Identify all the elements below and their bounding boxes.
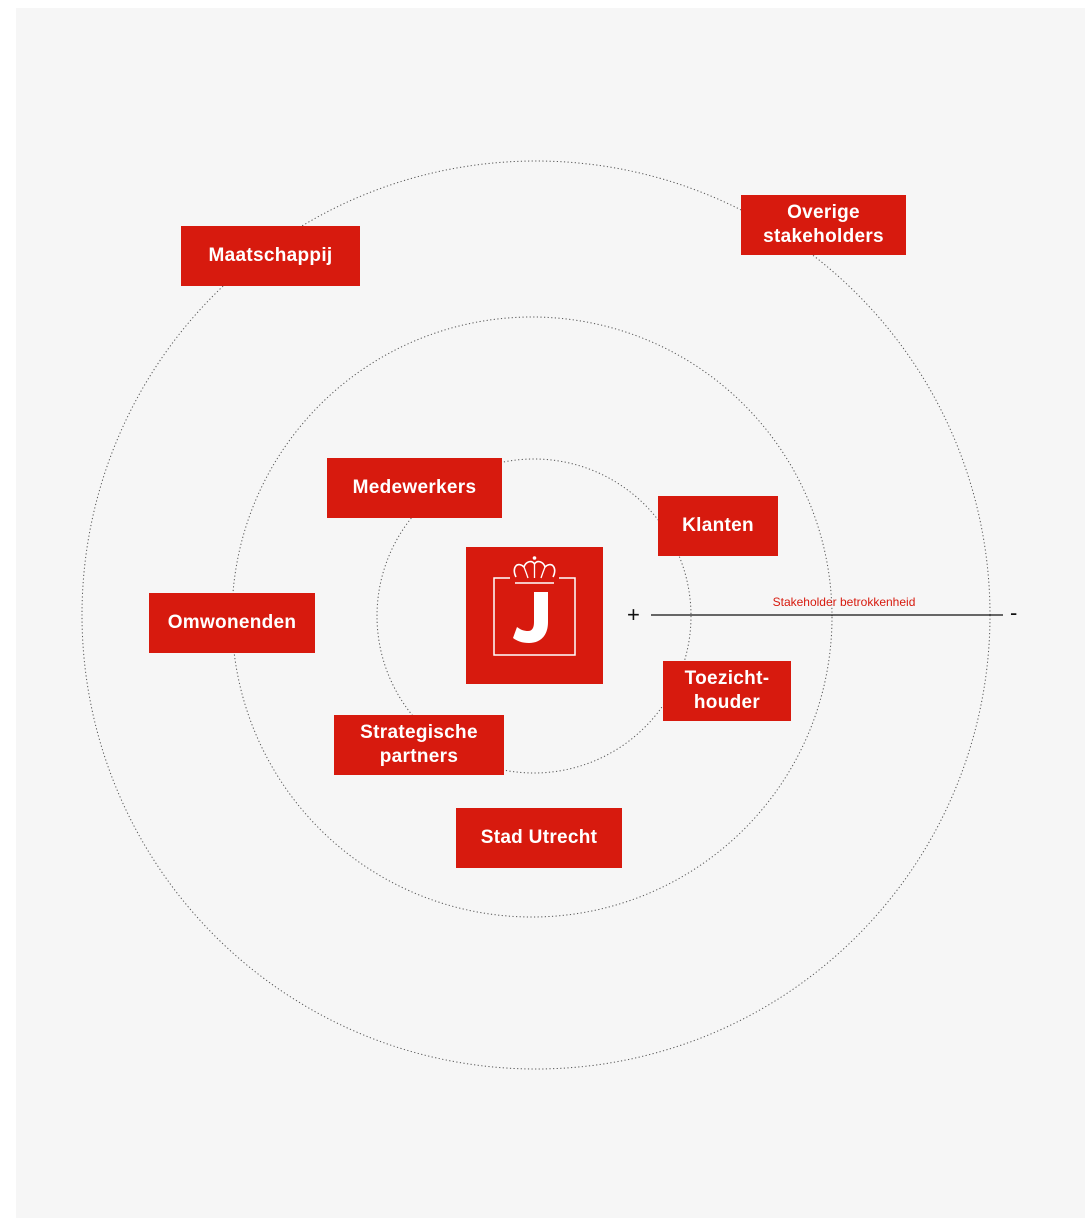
axis-minus-sign: - [1010, 600, 1018, 625]
stakeholder-omwonenden: Omwonenden [149, 593, 315, 653]
crown-j-logo-graphic [493, 556, 576, 656]
stakeholder-overige-stakeholders: Overige stakeholders [741, 195, 906, 255]
axis-label: Stakeholder betrokkenheid [772, 595, 916, 609]
stakeholder-strategische-partners: Strategische partners [334, 715, 504, 775]
stakeholder-toezichthouder: Toezicht- houder [663, 661, 791, 721]
axis-plus-sign: + [627, 602, 640, 627]
crown-j-logo-icon [466, 547, 603, 684]
stakeholder-maatschappij: Maatschappij [181, 226, 360, 286]
stakeholder-medewerkers: Medewerkers [327, 458, 502, 518]
middle-ring [231, 316, 833, 918]
inner-ring [376, 458, 692, 774]
stakeholder-stad-utrecht: Stad Utrecht [456, 808, 622, 868]
stakeholder-klanten: Klanten [658, 496, 778, 556]
